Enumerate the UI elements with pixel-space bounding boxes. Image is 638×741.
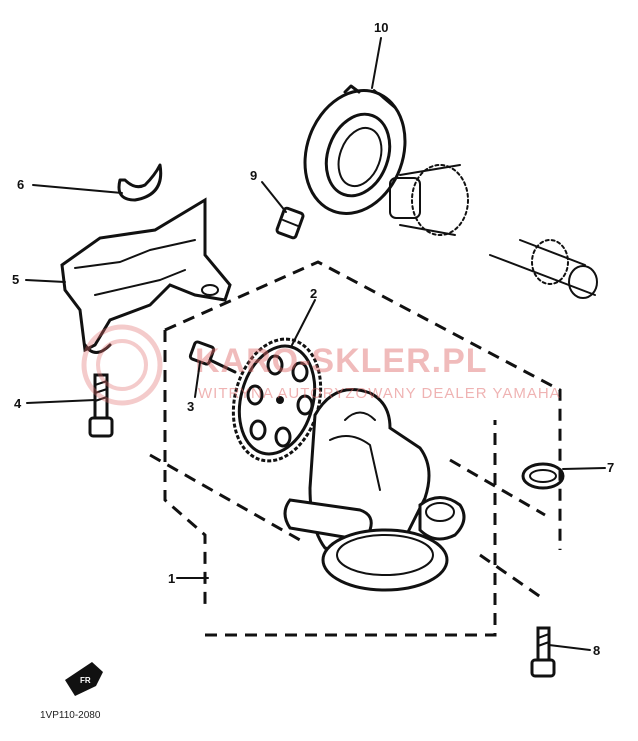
watermark-text: KARO-SKLER.PL: [195, 342, 488, 380]
part-10-gear: [303, 84, 407, 215]
callout-4: 4: [14, 396, 22, 411]
callout-9: 9: [250, 168, 257, 183]
drawing-code: 1VP110-2080: [40, 710, 101, 721]
callout-labels: 10 9 6 5 2 4 3 7 1 8: [12, 20, 614, 658]
callout-6: 6: [17, 177, 24, 192]
callout-8: 8: [593, 643, 600, 658]
watermark: KARO-SKLER.PL WITRYNA AUTORYZOWANY DEALE…: [81, 324, 561, 406]
part-2-sprocket: [231, 337, 323, 463]
watermark-subtext: WITRYNA AUTORYZOWANY DEALER YAMAHA: [198, 385, 561, 402]
callout-5: 5: [12, 272, 19, 287]
part-4-bolt: [88, 373, 114, 438]
part-6-clip: [117, 163, 163, 202]
callout-7: 7: [607, 460, 614, 475]
part-5-cover: [60, 197, 232, 354]
callout-3: 3: [187, 399, 194, 414]
leader-lines: [25, 37, 606, 651]
part-1-oil-pump: [283, 388, 466, 592]
part-8-bolt: [530, 626, 556, 678]
part-3-bolt: [188, 340, 237, 374]
front-arrow-icon: FR: [65, 662, 103, 696]
shaft-gear: [389, 164, 598, 299]
part-9-nut: [275, 206, 305, 240]
front-marker-label: FR: [80, 676, 91, 685]
callout-10: 10: [374, 20, 388, 35]
callout-1: 1: [168, 571, 175, 586]
part-7-o-ring: [521, 462, 565, 490]
callout-2: 2: [310, 286, 317, 301]
